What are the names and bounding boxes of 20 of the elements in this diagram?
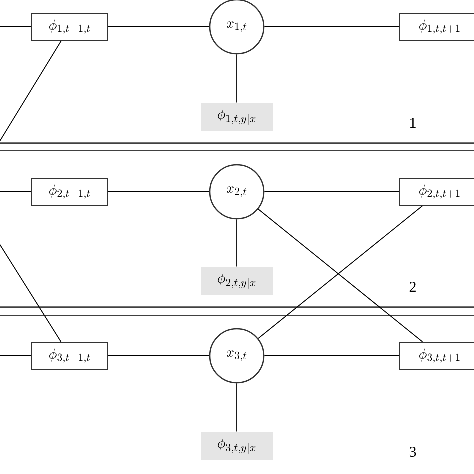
panel-number: 3 (410, 446, 416, 458)
factor-box: $\phi_{3,t-1,t}$ (32, 342, 108, 370)
panel-number: 2 (410, 282, 416, 292)
connector-line (236, 54, 238, 104)
factor-box: $\phi_{1,t,y|x}$ (201, 103, 273, 131)
factor-box: $\phi_{1,t,t+1}$ (400, 13, 474, 41)
factor-box: $\phi_{1,t-1,t}$ (32, 13, 108, 41)
factor-box: $\phi_{2,t-1,t}$ (32, 178, 108, 206)
factor-box: $\phi_{2,t,y|x}$ (201, 267, 273, 295)
connector-line (0, 242, 62, 342)
connector-line (0, 26, 32, 28)
connector-line (236, 383, 238, 432)
connector-line (236, 219, 238, 268)
factor-box: $\phi_{3,t,t+1}$ (400, 342, 474, 370)
connector-line (264, 26, 400, 28)
connector-line (108, 26, 210, 28)
factor-box: $\phi_{2,t,t+1}$ (400, 178, 474, 206)
connector-line (0, 40, 62, 144)
panel-number: 1 (410, 118, 416, 128)
factor-box: $\phi_{3,t,y|x}$ (201, 432, 273, 460)
